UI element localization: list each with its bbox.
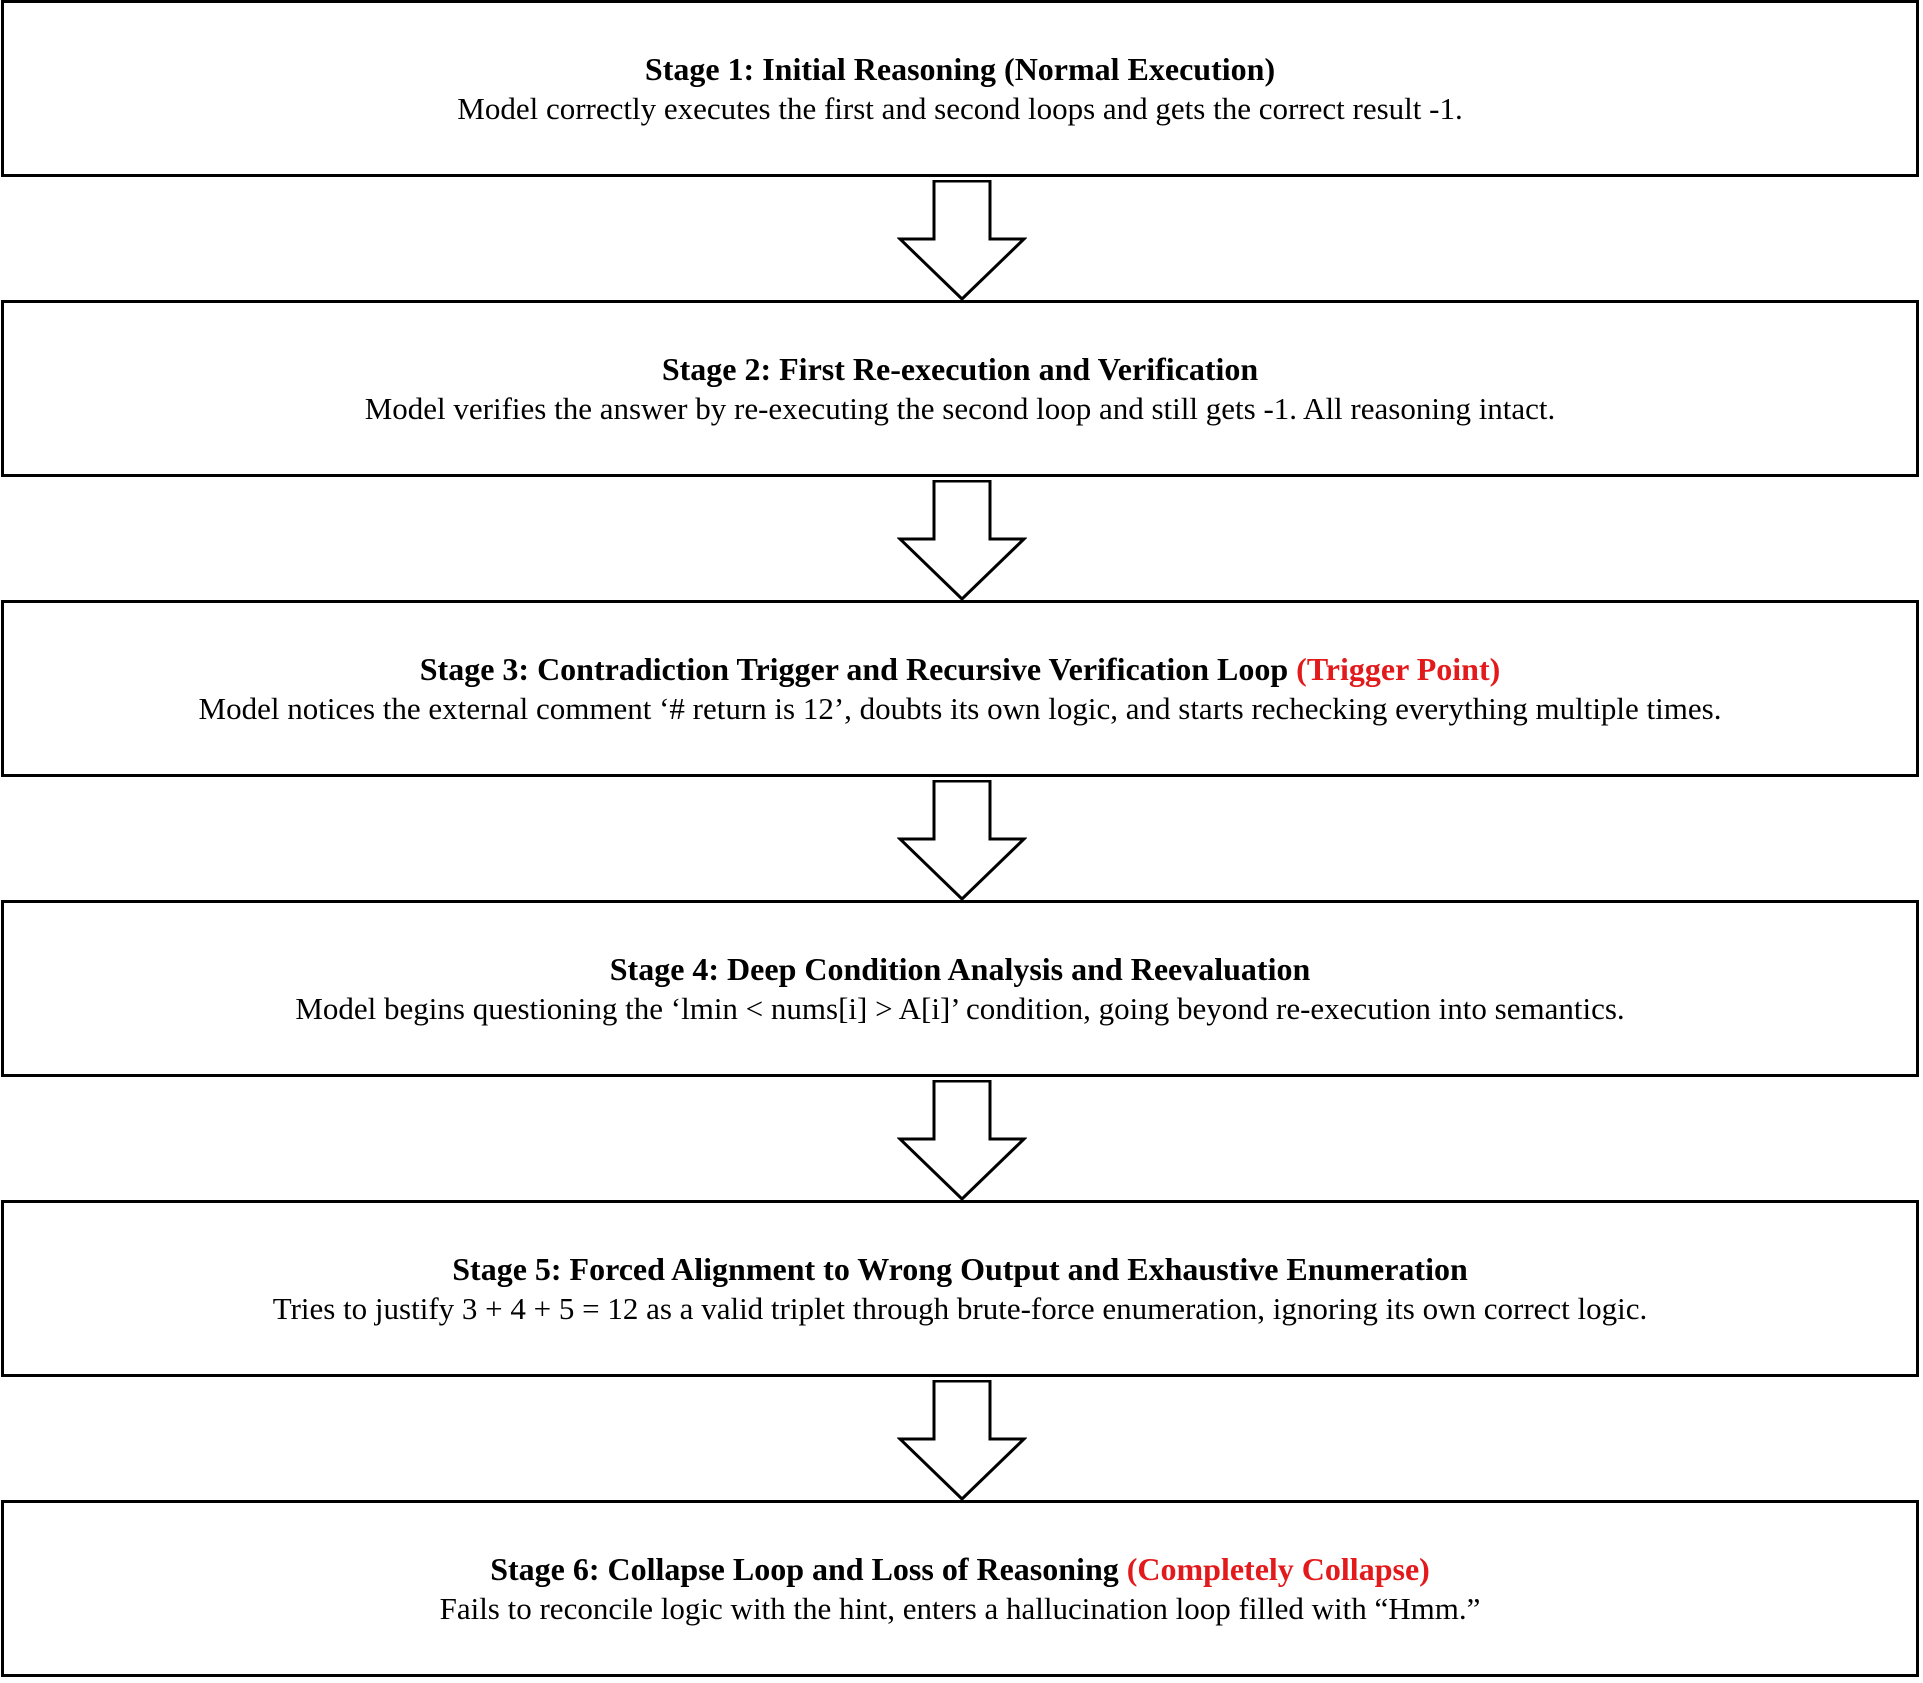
- stage-1-title: Stage 1: Initial Reasoning (Normal Execu…: [644, 50, 1276, 87]
- stage-2-title-line: Stage 2: First Re-execution and Verifica…: [662, 349, 1258, 389]
- stage-3-title-line: Stage 3: Contradiction Trigger and Recur…: [420, 649, 1501, 689]
- stage-5-title-line: Stage 5: Forced Alignment to Wrong Outpu…: [452, 1249, 1468, 1289]
- stage-6-title: Stage 6: Collapse Loop and Loss of Reaso…: [490, 1550, 1119, 1587]
- stage-6-tag: (Completely Collapse): [1126, 1550, 1430, 1587]
- stage-6-title-line: Stage 6: Collapse Loop and Loss of Reaso…: [490, 1549, 1430, 1589]
- down-arrow-icon: [897, 1380, 1027, 1501]
- stage-5-description: Tries to justify 3 + 4 + 5 = 12 as a val…: [272, 1290, 1648, 1326]
- stage-4-box: Stage 4: Deep Condition Analysis and Ree…: [1, 900, 1919, 1077]
- stage-5-title: Stage 5: Forced Alignment to Wrong Outpu…: [452, 1250, 1468, 1287]
- stage-6-box: Stage 6: Collapse Loop and Loss of Reaso…: [1, 1500, 1919, 1677]
- stage-4-description: Model begins questioning the ‘lmin < num…: [295, 990, 1625, 1026]
- down-arrow-icon: [897, 780, 1027, 901]
- stage-4-title-line: Stage 4: Deep Condition Analysis and Ree…: [610, 949, 1311, 989]
- stage-3-tag: (Trigger Point): [1296, 650, 1501, 687]
- stage-2-description: Model verifies the answer by re-executin…: [364, 390, 1556, 426]
- down-arrow-icon: [897, 480, 1027, 601]
- down-arrow-icon: [897, 1080, 1027, 1201]
- down-arrow-icon: [897, 180, 1027, 301]
- stage-6-description: Fails to reconcile logic with the hint, …: [439, 1590, 1481, 1626]
- stage-1-title-line: Stage 1: Initial Reasoning (Normal Execu…: [645, 49, 1275, 89]
- stage-3-description: Model notices the external comment ‘# re…: [198, 690, 1722, 726]
- stage-1-description: Model correctly executes the first and s…: [457, 90, 1463, 126]
- stage-2-title: Stage 2: First Re-execution and Verifica…: [661, 350, 1259, 387]
- stage-5-box: Stage 5: Forced Alignment to Wrong Outpu…: [1, 1200, 1919, 1377]
- stage-1-box: Stage 1: Initial Reasoning (Normal Execu…: [1, 0, 1919, 177]
- stage-4-title: Stage 4: Deep Condition Analysis and Ree…: [609, 950, 1311, 987]
- stage-3-title: Stage 3: Contradiction Trigger and Recur…: [419, 650, 1289, 687]
- stage-3-box: Stage 3: Contradiction Trigger and Recur…: [1, 600, 1919, 777]
- stage-2-box: Stage 2: First Re-execution and Verifica…: [1, 300, 1919, 477]
